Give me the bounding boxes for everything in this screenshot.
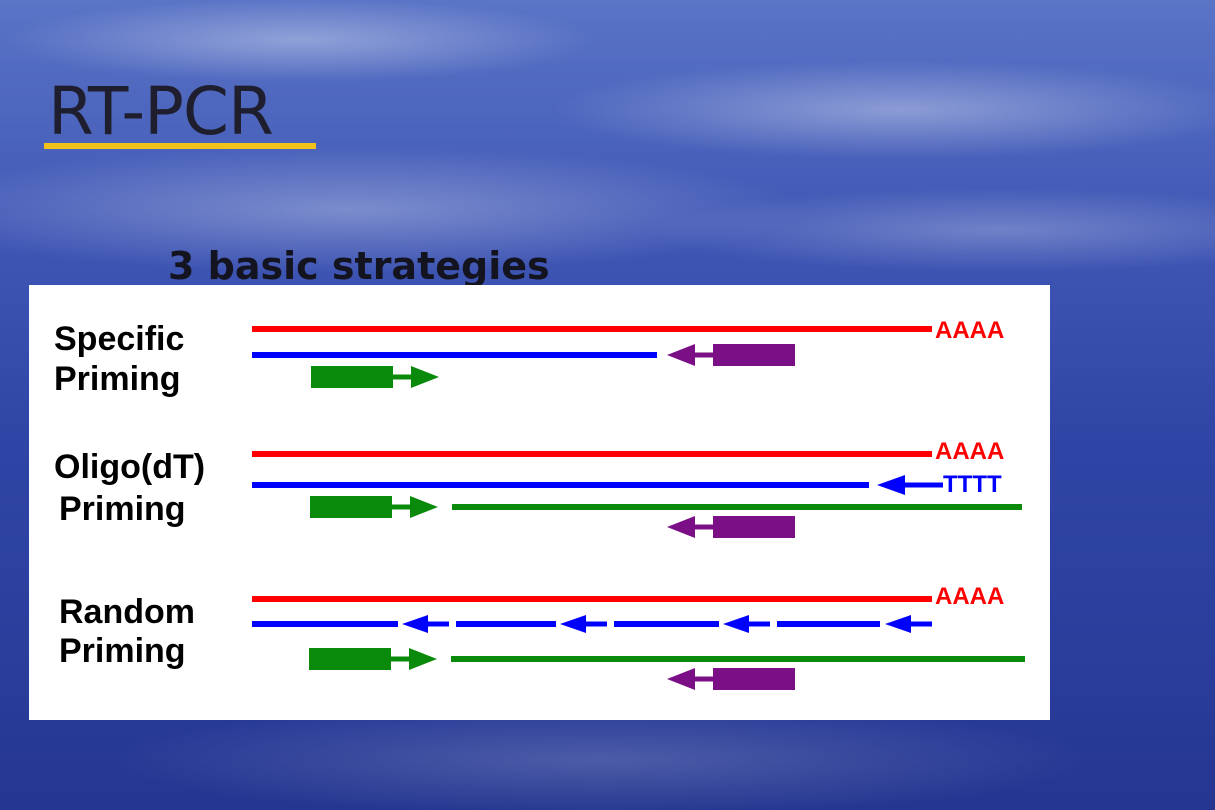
random-forward-primer <box>309 648 437 670</box>
random-cdna-fragments <box>252 615 932 633</box>
oligo-dt-forward-primer <box>310 496 438 518</box>
random-label-line1: Random <box>59 593 195 631</box>
specific-label-line2: Priming <box>54 360 181 398</box>
random-primer-arrowhead <box>560 615 586 633</box>
random-priming-group: Random Priming AAAA <box>59 583 1025 690</box>
slide-title: RT-PCR <box>48 73 274 150</box>
oligo-dt-poly-t-primer: TTTT <box>943 471 1002 498</box>
random-label-line2: Priming <box>59 632 186 670</box>
priming-strategies-diagram: Specific Priming AAAA Oligo(dT) Priming … <box>29 285 1050 720</box>
random-primer-arrowhead <box>402 615 428 633</box>
oligo-dt-primer-arrow <box>877 475 943 495</box>
random-primer-arrowhead <box>723 615 749 633</box>
oligo-dt-reverse-primer <box>667 516 795 538</box>
oligo-dt-label-line2: Priming <box>59 490 186 528</box>
random-primer-arrowhead <box>885 615 911 633</box>
oligo-dt-poly-a-tail: AAAA <box>935 438 1004 465</box>
diagram-canvas: Specific Priming AAAA Oligo(dT) Priming … <box>54 317 1025 690</box>
specific-forward-primer <box>311 366 439 388</box>
random-poly-a-tail: AAAA <box>935 583 1004 610</box>
random-reverse-primer <box>667 668 795 690</box>
oligo-dt-label-line1: Oligo(dT) <box>54 448 205 486</box>
slide-subtitle: 3 basic strategies <box>168 244 550 288</box>
title-underline <box>44 143 316 149</box>
oligo-dt-priming-group: Oligo(dT) Priming AAAA TTTT <box>54 438 1022 538</box>
specific-label-line1: Specific <box>54 320 184 358</box>
specific-reverse-primer <box>667 344 795 366</box>
specific-priming-group: Specific Priming AAAA <box>54 317 1004 398</box>
specific-poly-a-tail: AAAA <box>935 317 1004 344</box>
